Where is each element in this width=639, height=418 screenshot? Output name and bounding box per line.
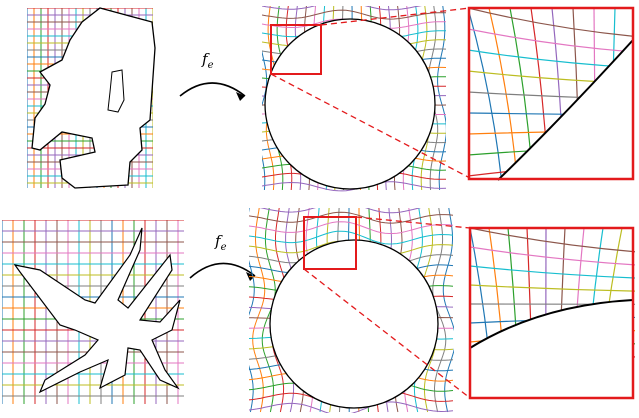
zoom-guide-bottom-a (355, 216, 471, 229)
grid-curve (470, 246, 635, 266)
source-grid-bottom (2, 220, 184, 404)
map-label-top: fe (201, 50, 214, 71)
row1-map-arrow: fe (179, 50, 246, 101)
grid-curve (470, 228, 635, 253)
grid-curve (437, 6, 446, 191)
zoom-guide-top-a (320, 7, 471, 26)
grid-curve (259, 208, 422, 214)
grid-curve (249, 230, 454, 245)
hummingbird-shape (13, 227, 181, 394)
grid-curve (249, 221, 454, 234)
grid-curve (468, 28, 633, 53)
zoom-guide-top-b (270, 73, 471, 179)
zoom-box-bottom (303, 216, 357, 270)
grid-curve (488, 8, 518, 178)
row1-source-panel (27, 7, 156, 189)
grid-curve (470, 284, 635, 292)
row2-zoom-panel (468, 226, 635, 400)
grid-curve (468, 8, 633, 37)
zoom-box-top (270, 24, 322, 75)
zoom-frame-top (467, 6, 635, 181)
zoom-disk-arc-top (498, 40, 633, 180)
grid-curve (262, 6, 423, 11)
map-label-bottom: fe (214, 232, 227, 253)
row2-source-panel (2, 220, 184, 404)
grid-curve (262, 9, 446, 20)
unit-disk-top (264, 18, 436, 190)
zoom-disk-arc-bottom (470, 300, 633, 398)
unit-disk-bottom (269, 239, 439, 409)
row1-target-panel (262, 6, 471, 192)
row2-target-panel (249, 208, 471, 413)
row2-map-arrow: fe (189, 232, 256, 281)
grid-curve (442, 208, 454, 413)
row1-zoom-panel (467, 6, 635, 181)
grid-curve (249, 401, 454, 413)
moai-ear-cutout (107, 69, 125, 113)
grid-curve (470, 265, 635, 279)
grid-curve (249, 211, 454, 224)
grid-curve (249, 208, 255, 413)
grid-curve (468, 49, 633, 69)
zoom-guide-bottom-b (303, 268, 471, 399)
zoom-frame-bottom (468, 226, 635, 400)
moai-head-shape (31, 7, 156, 189)
